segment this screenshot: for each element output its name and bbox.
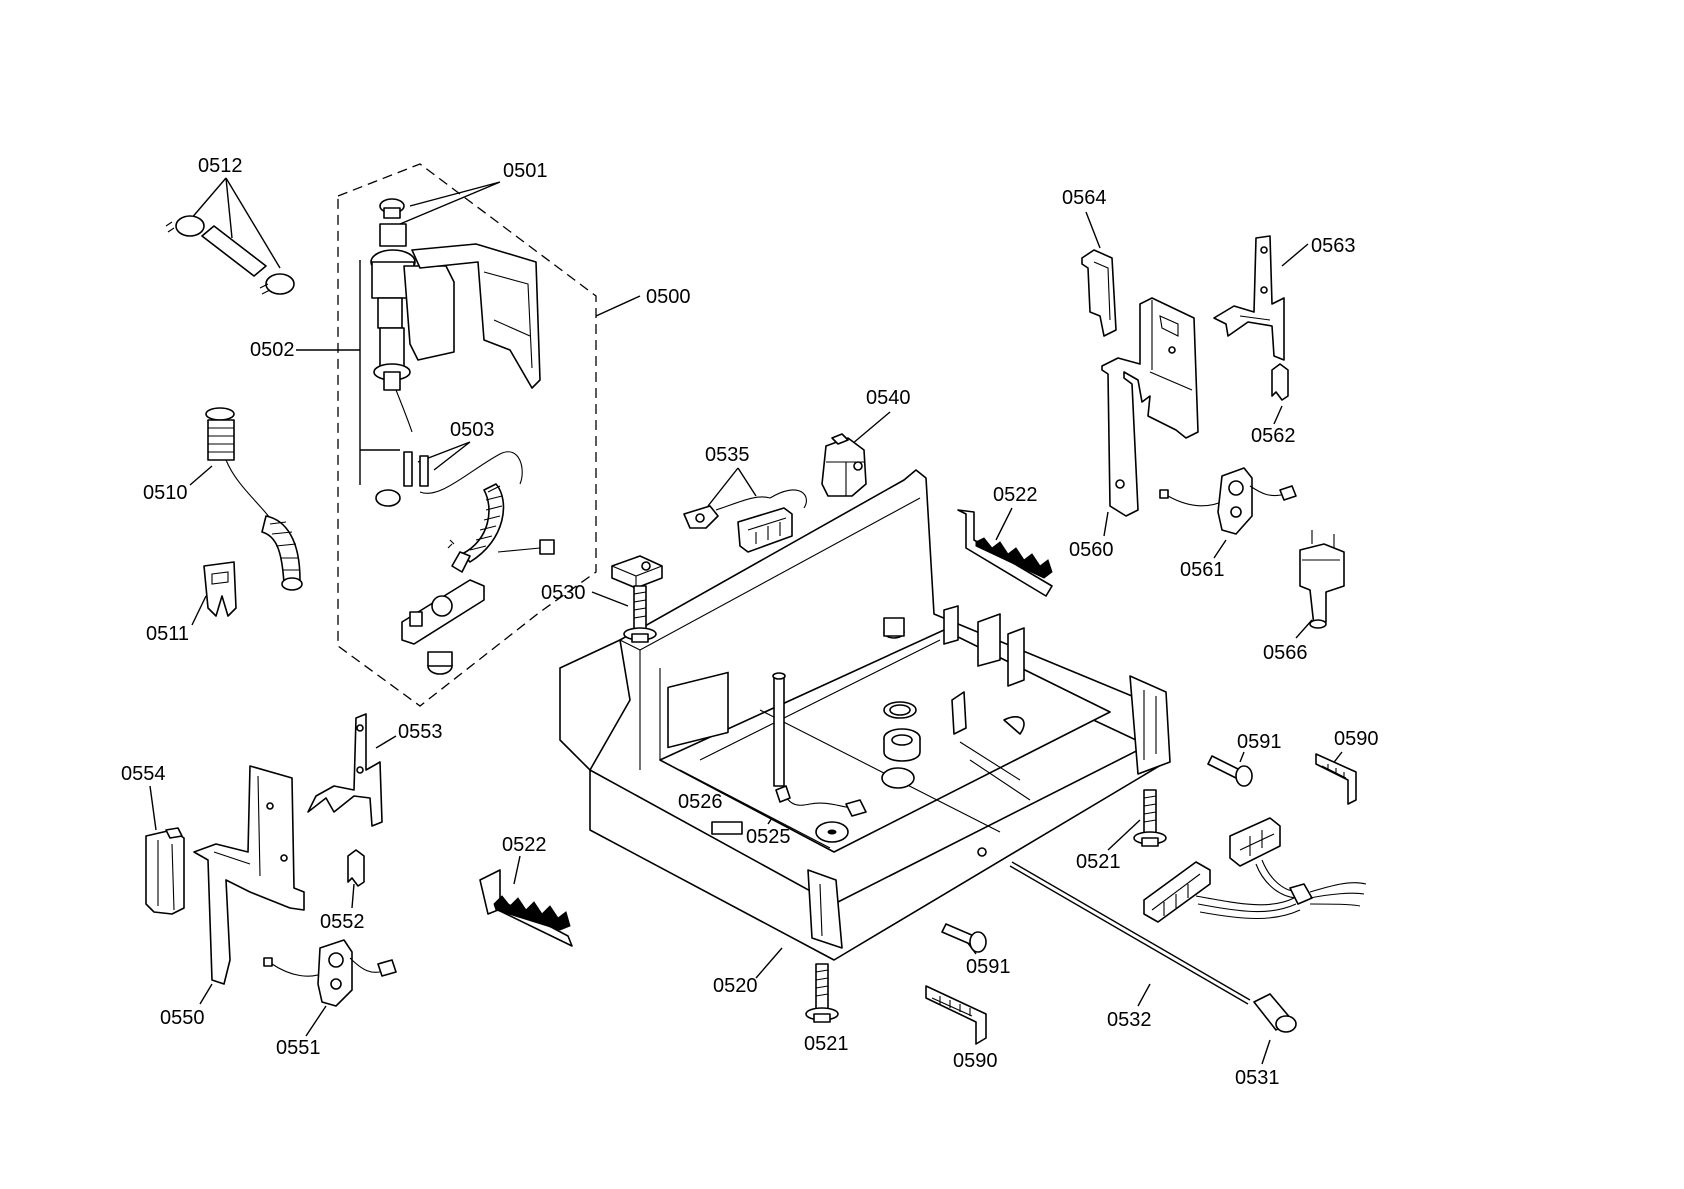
label-0591-right: 0591 <box>1237 731 1282 753</box>
part-0590-connector-bottom <box>925 985 987 1045</box>
label-0502: 0502 <box>250 339 295 361</box>
label-0521-right: 0521 <box>1076 851 1121 873</box>
part-0511-clip <box>203 561 237 617</box>
part-0521-screw-bottom <box>805 963 839 1023</box>
label-0552: 0552 <box>320 911 365 933</box>
part-0530-screw <box>623 585 657 643</box>
label-0560: 0560 <box>1069 539 1114 561</box>
part-valve-cover <box>411 243 541 389</box>
part-0503-connectors <box>375 451 555 573</box>
label-0521-bottom: 0521 <box>804 1033 849 1055</box>
part-0566-valve <box>1299 530 1345 629</box>
part-0512-hose <box>165 215 295 295</box>
part-0591-bolt-right <box>1207 755 1253 787</box>
label-0501: 0501 <box>503 160 548 182</box>
part-0522-lower-strip <box>479 869 573 947</box>
part-0532-rod <box>1009 861 1251 1005</box>
part-0540-housing <box>821 433 867 497</box>
label-0564: 0564 <box>1062 187 1107 209</box>
label-0522-upper: 0522 <box>993 484 1038 506</box>
label-0530: 0530 <box>541 582 586 604</box>
label-0535: 0535 <box>705 444 750 466</box>
part-0563-bracket <box>1213 235 1285 361</box>
label-0532: 0532 <box>1107 1009 1152 1031</box>
label-0551: 0551 <box>276 1037 321 1059</box>
part-0510-spring <box>205 407 303 591</box>
part-0590-connector-right <box>1315 753 1357 805</box>
part-0521-screw-right <box>1133 789 1167 847</box>
label-0561: 0561 <box>1180 559 1225 581</box>
label-0563: 0563 <box>1311 235 1356 257</box>
label-0512: 0512 <box>198 155 243 177</box>
label-0591-bottom: 0591 <box>966 956 1011 978</box>
label-0510: 0510 <box>143 482 188 504</box>
part-0550-bracket <box>193 765 305 985</box>
part-0502-valve <box>370 198 455 433</box>
label-0554: 0554 <box>121 763 166 785</box>
part-0524-disc <box>815 821 849 843</box>
label-0520: 0520 <box>713 975 758 997</box>
label-0531: 0531 <box>1235 1067 1280 1089</box>
part-0564-cover <box>1081 249 1117 337</box>
label-0562: 0562 <box>1251 425 1296 447</box>
label-0553: 0553 <box>398 721 443 743</box>
part-0530-float <box>611 555 663 589</box>
label-0550: 0550 <box>160 1007 205 1029</box>
label-0540: 0540 <box>866 387 911 409</box>
label-0590-right: 0590 <box>1334 728 1379 750</box>
label-0522-lower: 0522 <box>502 834 547 856</box>
part-0562-clip <box>1271 363 1289 401</box>
part-0500-bracket <box>401 579 485 675</box>
part-0591-bolt-bottom <box>941 923 987 953</box>
label-0526: 0526 <box>678 791 723 813</box>
label-0511: 0511 <box>146 623 189 645</box>
label-0590-bottom: 0590 <box>953 1050 998 1072</box>
part-0523-seals <box>883 701 921 762</box>
part-0554-cover <box>145 827 185 915</box>
part-0560-bracket <box>1101 297 1199 517</box>
label-0500: 0500 <box>646 286 691 308</box>
part-0553-bracket <box>307 713 383 827</box>
assembly-0500-group <box>337 163 597 707</box>
part-0522-upper-strip <box>957 509 1053 597</box>
label-0525: 0525 <box>746 826 791 848</box>
part-0561-sensor <box>1159 467 1297 535</box>
part-0525-wiring <box>711 785 867 835</box>
part-0535-sensor <box>683 489 807 553</box>
part-0531-cap <box>1253 993 1297 1033</box>
part-wiring-harness <box>1143 817 1367 923</box>
label-0566: 0566 <box>1263 642 1308 664</box>
part-labels: 0512 0501 0500 0502 0503 0510 0511 0564 … <box>121 155 1379 1089</box>
label-0503: 0503 <box>450 419 495 441</box>
part-0552-clip <box>347 849 365 887</box>
part-0551-sensor <box>263 939 397 1007</box>
